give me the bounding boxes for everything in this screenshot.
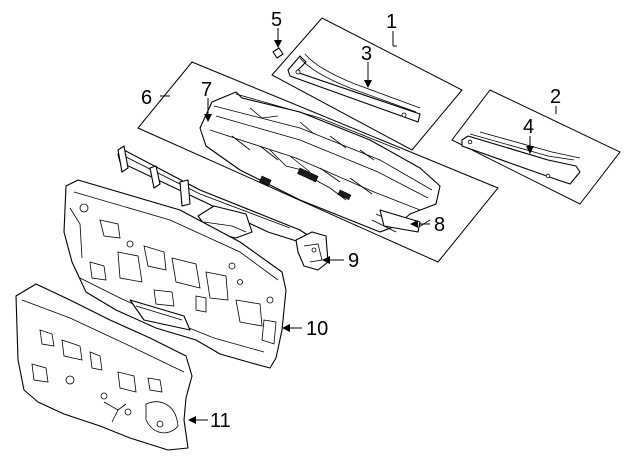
box-part-6 — [137, 61, 499, 263]
cowl-reinforcement-9 — [117, 145, 329, 271]
callout-10: 10 — [306, 318, 328, 340]
box-part-1 — [271, 17, 463, 151]
callout-4: 4 — [523, 116, 534, 138]
callout-2: 2 — [550, 86, 561, 108]
callout-3: 3 — [361, 43, 372, 65]
seal-strip-4 — [461, 131, 581, 185]
callout-8: 8 — [434, 214, 445, 236]
seal-strip-3 — [287, 53, 421, 123]
clip-part-5 — [272, 28, 284, 59]
dash-panel-10 — [63, 179, 287, 369]
box-outline-6 — [137, 61, 499, 263]
box-outline-2 — [451, 89, 621, 205]
box-part-2 — [451, 89, 621, 205]
callout-1: 1 — [386, 11, 397, 33]
callout-9: 9 — [348, 250, 359, 272]
callout-11: 11 — [210, 410, 231, 432]
box-outline-1 — [271, 17, 463, 151]
cowl-top-panel-7 — [199, 91, 441, 233]
callout-7: 7 — [201, 79, 212, 101]
callout-6: 6 — [141, 87, 152, 109]
dash-insulator-11 — [15, 283, 193, 451]
callout-5: 5 — [271, 9, 282, 31]
